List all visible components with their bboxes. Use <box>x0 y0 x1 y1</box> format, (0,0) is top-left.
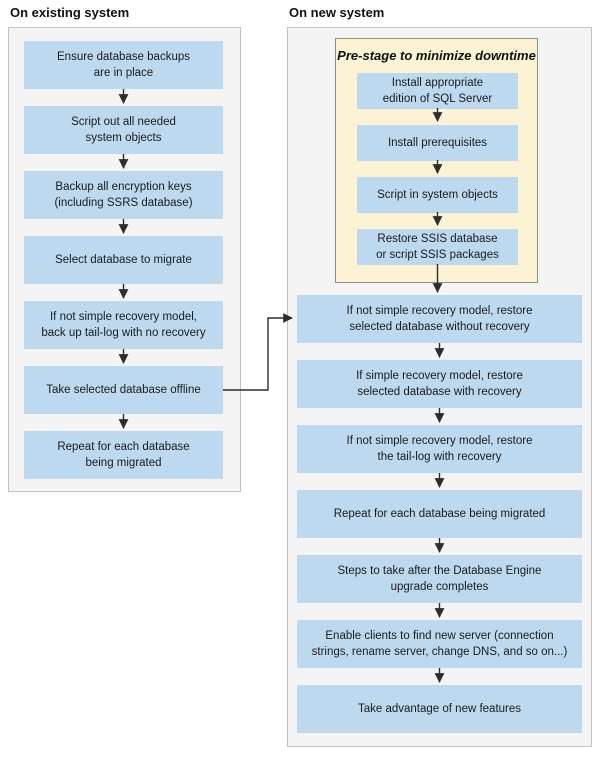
existing-system-title: On existing system <box>10 5 130 20</box>
existing-step-select-database: Select database to migrate <box>24 236 223 284</box>
prestage-step-prerequisites: Install prerequisites <box>357 125 518 161</box>
new-step-new-features: Take advantage of new features <box>297 685 582 733</box>
prestage-group: Pre-stage to minimize downtime Install a… <box>335 38 538 283</box>
existing-step-script-objects: Script out all needed system objects <box>24 106 223 154</box>
existing-step-repeat: Repeat for each database being migrated <box>24 431 223 479</box>
existing-step-tail-log-backup: If not simple recovery model, back up ta… <box>24 301 223 349</box>
prestage-step-install-sql: Install appropriate edition of SQL Serve… <box>357 73 518 109</box>
new-step-restore-without-recovery: If not simple recovery model, restore se… <box>297 295 582 343</box>
existing-step-ensure-backups: Ensure database backups are in place <box>24 41 223 89</box>
prestage-step-restore-ssis: Restore SSIS database or script SSIS pac… <box>357 229 518 265</box>
existing-step-backup-keys: Backup all encryption keys (including SS… <box>24 171 223 219</box>
new-step-restore-tail-log: If not simple recovery model, restore th… <box>297 425 582 473</box>
prestage-step-script-objects: Script in system objects <box>357 177 518 213</box>
new-step-post-upgrade: Steps to take after the Database Engine … <box>297 555 582 603</box>
new-system-title: On new system <box>289 5 385 20</box>
existing-step-take-offline: Take selected database offline <box>24 366 223 414</box>
new-step-enable-clients: Enable clients to find new server (conne… <box>297 620 582 668</box>
new-step-restore-with-recovery: If simple recovery model, restore select… <box>297 360 582 408</box>
new-step-repeat: Repeat for each database being migrated <box>297 490 582 538</box>
prestage-title: Pre-stage to minimize downtime <box>337 48 536 63</box>
